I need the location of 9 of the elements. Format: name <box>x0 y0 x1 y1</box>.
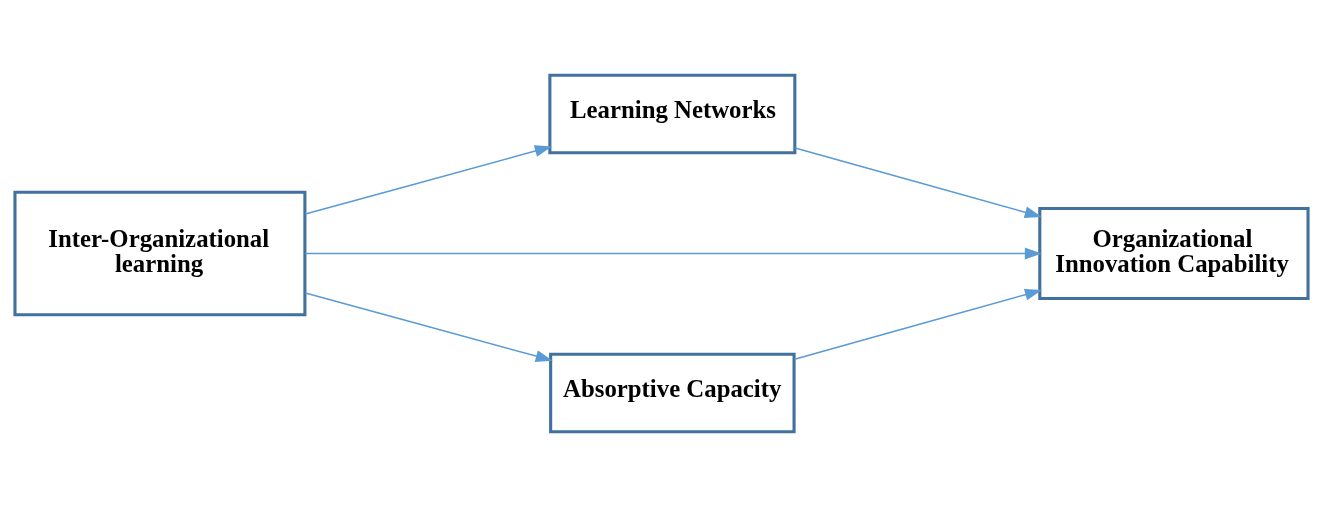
arrow <box>304 247 1042 259</box>
arrow <box>304 144 552 215</box>
node-box: Organizational Innovation Capability <box>1038 206 1310 300</box>
node-box: Inter-Organizational learning <box>13 190 307 316</box>
node-box: Learning Networks <box>548 73 797 154</box>
node-box: Absorptive Capacity <box>549 352 796 433</box>
arrow <box>794 146 1042 218</box>
arrow <box>793 288 1042 360</box>
arrow <box>304 291 553 362</box>
